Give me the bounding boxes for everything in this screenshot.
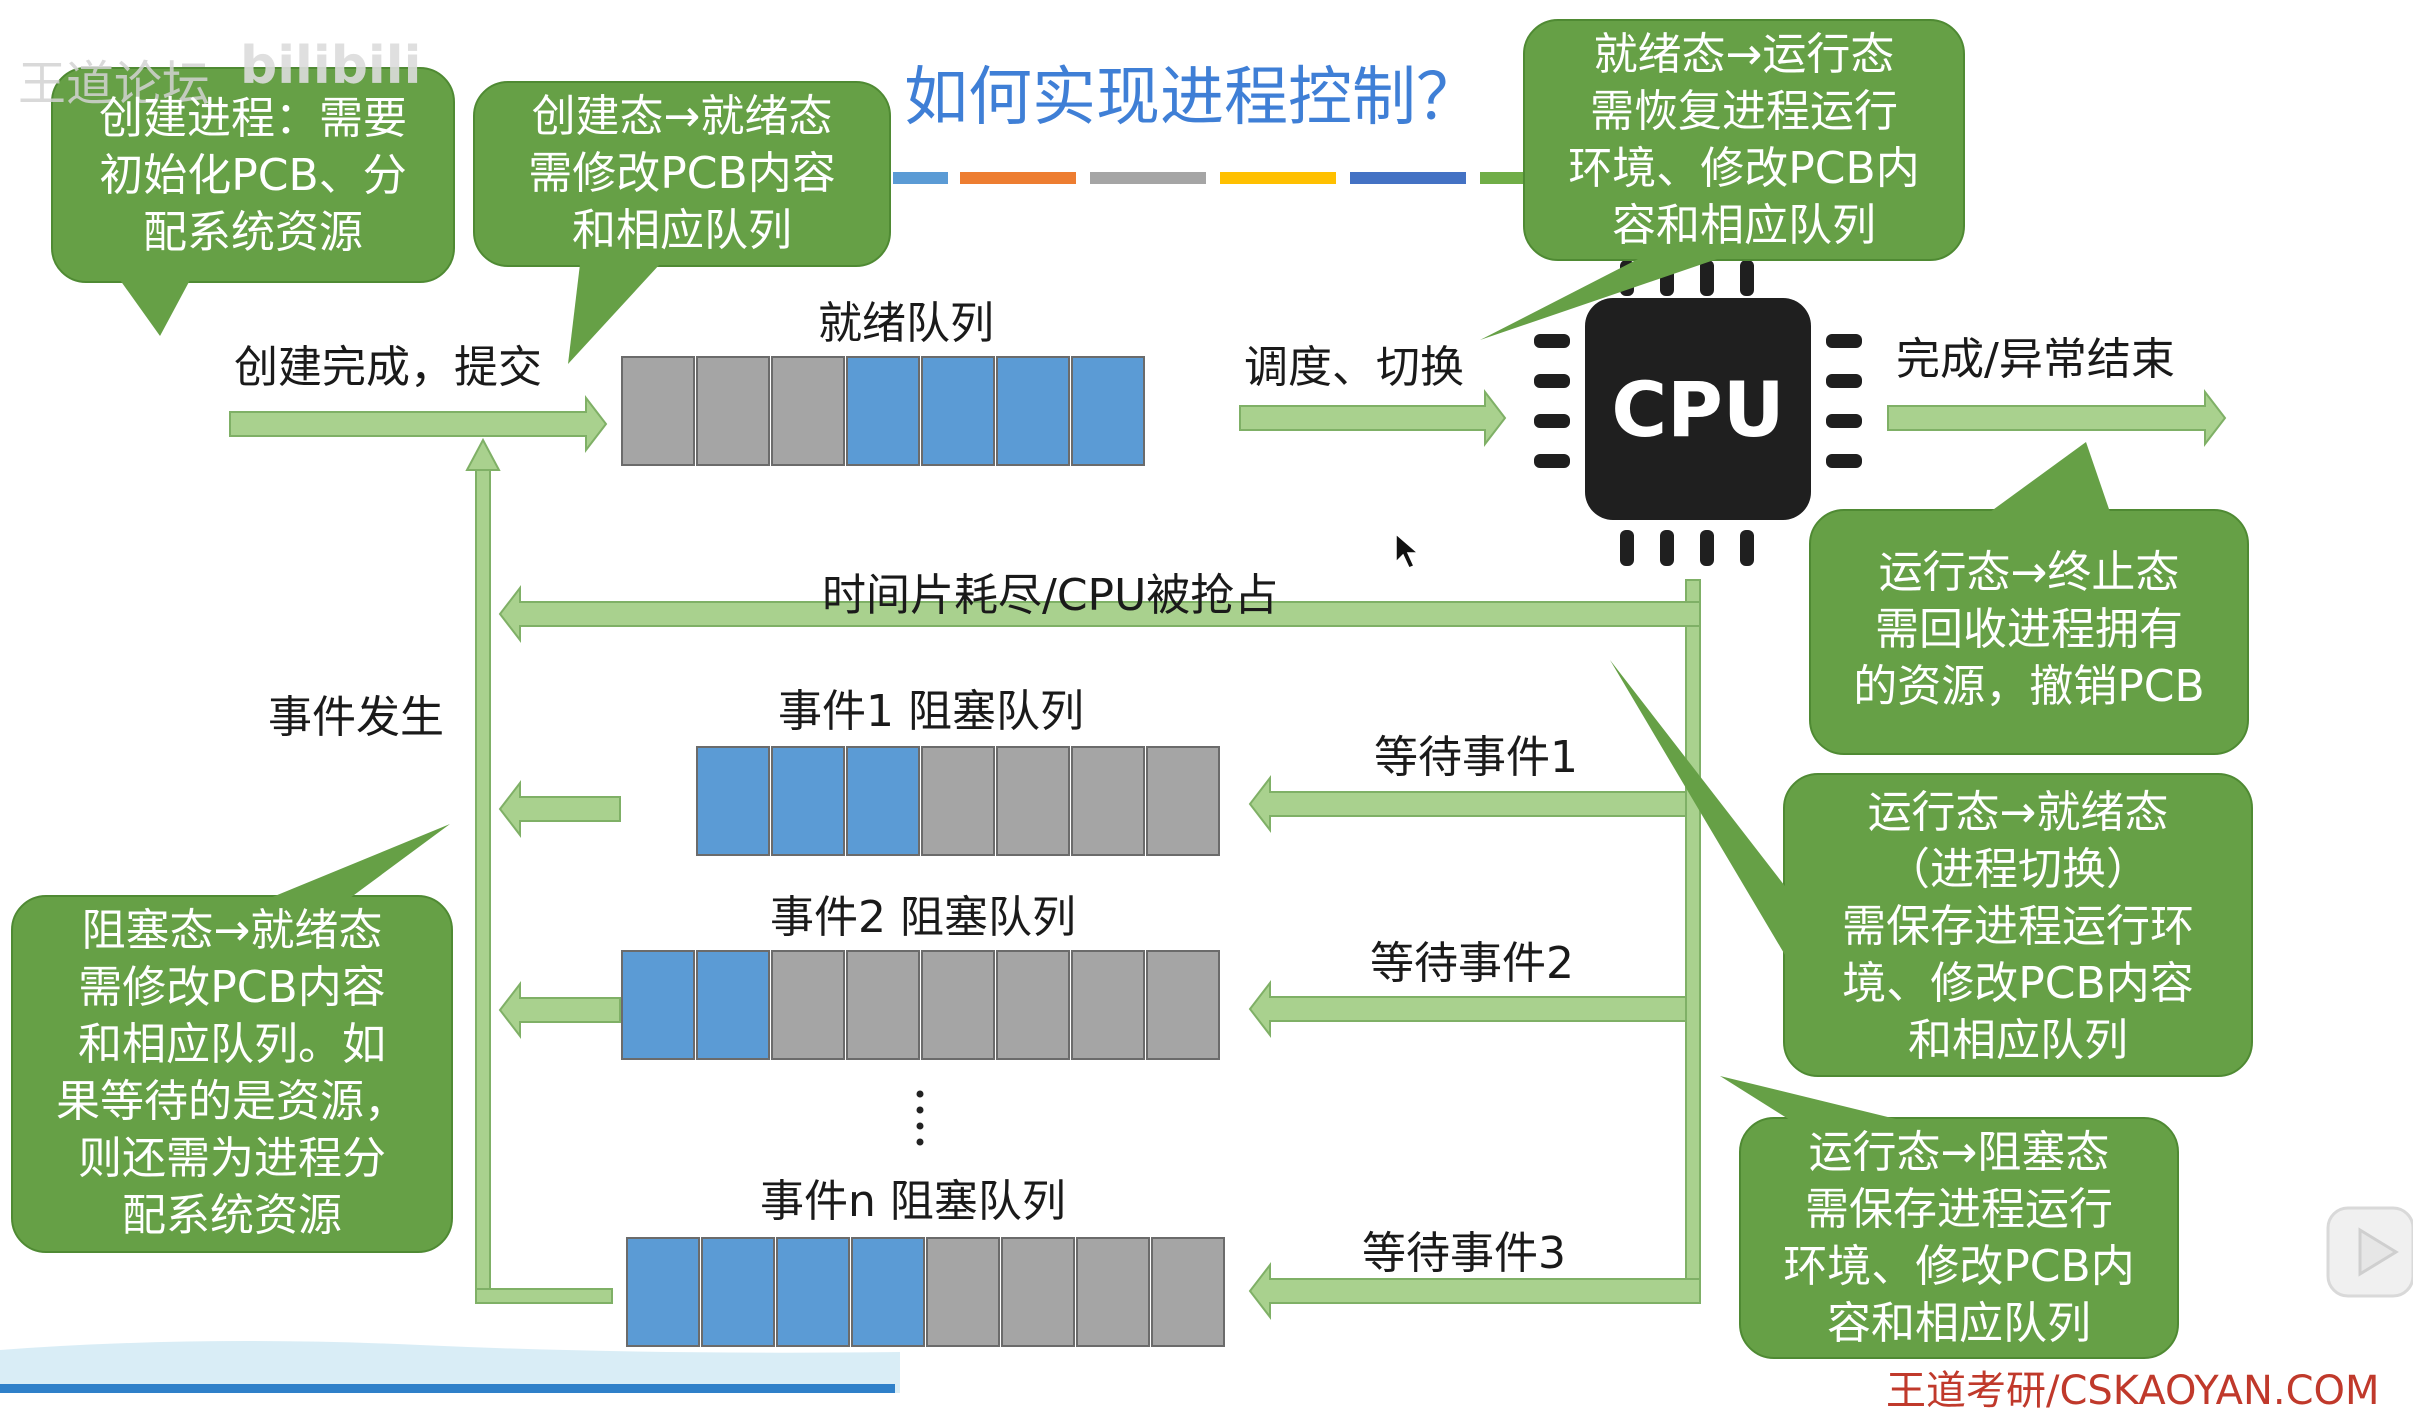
arrow-finish <box>1887 389 2227 447</box>
label-ready-queue: 就绪队列 <box>818 298 994 349</box>
callout-run-terminate-text: 运行态→终止态 需回收进程拥有 的资源，撤销PCB <box>1853 547 2205 712</box>
queue-cell-blue <box>771 746 845 856</box>
label-wait2: 等待事件2 <box>1370 938 1574 989</box>
label-event2-queue: 事件2 阻塞队列 <box>770 892 1076 943</box>
label-event1-queue: 事件1 阻塞队列 <box>778 686 1084 737</box>
arrow-event1-return <box>498 780 621 838</box>
watermark-site: 王道论坛 <box>18 56 211 112</box>
queue-cell-gray <box>1071 746 1145 856</box>
queue-cell-gray <box>921 746 995 856</box>
watermark-bilibili-logo: bilibili <box>240 36 422 96</box>
label-schedule-switch: 调度、切换 <box>1244 342 1464 393</box>
queue-cell-gray <box>996 746 1070 856</box>
callout-run-block-text: 运行态→阻塞态 需保存进程运行 环境、修改PCB内 容和相应队列 <box>1783 1127 2135 1349</box>
arrow-wait2 <box>1248 980 1687 1038</box>
label-wait1: 等待事件1 <box>1374 732 1578 783</box>
queue-cell-gray <box>1151 1237 1225 1347</box>
queue-cell-blue <box>996 356 1070 466</box>
callout-block-ready <box>11 824 453 1253</box>
cpu-chip-icon <box>1534 260 1862 566</box>
play-button[interactable] <box>2326 1206 2413 1298</box>
callout-ready-run-text: 就绪态→运行态 需恢复进程运行 环境、修改PCB内 容和相应队列 <box>1568 29 1920 251</box>
queue-cell-blue <box>846 356 920 466</box>
queue-cell-gray <box>1001 1237 1075 1347</box>
queue-cell-gray <box>771 950 845 1060</box>
queue-cell-blue <box>846 746 920 856</box>
stripe-darkblue <box>1350 172 1466 184</box>
arrow-create-to-ready <box>229 395 608 453</box>
trunk-left <box>475 467 491 1302</box>
queue-cell-blue <box>851 1237 925 1347</box>
queue-cell-blue <box>621 950 695 1060</box>
arrow-event2-return <box>498 981 621 1039</box>
callout-run-terminate <box>1809 442 2249 755</box>
stripe-gray <box>1090 172 1206 184</box>
queue-cell-blue <box>921 356 995 466</box>
callout-create <box>51 67 455 336</box>
label-finish: 完成/异常结束 <box>1896 334 2175 385</box>
watermark-site-bottom: 王道考研/CSKAOYAN.COM <box>1886 1368 2380 1414</box>
queue-cell-gray <box>1071 950 1145 1060</box>
callout-run-ready-text: 运行态→就绪态 （进程切换） 需保存进程运行环 境、修改PCB内容 和相应队列 <box>1842 787 2194 1066</box>
queue-cell-gray <box>1076 1237 1150 1347</box>
queue-cell-blue <box>626 1237 700 1347</box>
queue-cell-gray <box>621 356 695 466</box>
callout-create-text: 创建进程：需要 初始化PCB、分 配系统资源 <box>99 93 407 258</box>
queue-cell-blue <box>1071 356 1145 466</box>
arrow-wait1 <box>1248 775 1687 833</box>
queue-cell-gray <box>996 950 1070 1060</box>
callouts <box>11 19 2253 1359</box>
queue-cell-gray <box>1146 746 1220 856</box>
event2-blocked-queue <box>621 950 1220 1060</box>
callout-block-ready-text: 阻塞态→就绪态 需修改PCB内容 和相应队列。如 果等待的是资源， 则还需为进程… <box>56 905 408 1241</box>
callout-ready-run <box>1480 19 1965 340</box>
callout-run-block <box>1720 1076 2179 1359</box>
queue-cell-blue <box>776 1237 850 1347</box>
queue-cell-blue <box>701 1237 775 1347</box>
ellipsis-dots <box>916 1090 924 1146</box>
label-wait3: 等待事件3 <box>1362 1228 1566 1279</box>
queue-cell-gray <box>1146 950 1220 1060</box>
label-create-submit: 创建完成，提交 <box>234 342 542 393</box>
queue-cell-gray <box>696 356 770 466</box>
queue-cell-gray <box>921 950 995 1060</box>
label-event-occur: 事件发生 <box>268 692 444 743</box>
queue-cell-gray <box>926 1237 1000 1347</box>
arrow-eventn-return <box>475 1288 613 1304</box>
title-color-stripe <box>893 172 1540 184</box>
mouse-cursor-icon <box>1395 532 1421 569</box>
cpu-label: CPU <box>1611 365 1785 454</box>
arrow-left-up-head <box>465 437 501 471</box>
callout-create-ready-text: 创建态→就绪态 需修改PCB内容 和相应队列 <box>528 91 836 256</box>
queue-cell-blue <box>696 746 770 856</box>
arrow-wait3 <box>1248 1262 1701 1320</box>
eventn-blocked-queue <box>626 1237 1225 1347</box>
trunk-right <box>1685 579 1701 1303</box>
callout-create-ready <box>473 81 891 364</box>
ready-queue <box>621 356 1145 466</box>
stripe-orange <box>960 172 1076 184</box>
stripe-blue <box>893 172 948 184</box>
bottom-decoration <box>0 1341 900 1393</box>
label-timeslice: 时间片耗尽/CPU被抢占 <box>822 570 1279 621</box>
queue-cell-gray <box>846 950 920 1060</box>
arrow-timeslice <box>498 585 1701 643</box>
page-title: 如何实现进程控制？ <box>904 61 1480 135</box>
callout-run-ready <box>1610 660 2253 1077</box>
arrow-schedule-to-cpu <box>1239 389 1507 447</box>
event1-blocked-queue <box>696 746 1220 856</box>
play-icon <box>2358 1227 2399 1277</box>
label-eventn-queue: 事件n 阻塞队列 <box>760 1176 1066 1227</box>
stripe-yellow <box>1220 172 1336 184</box>
queue-cell-blue <box>696 950 770 1060</box>
flow-arrows <box>229 389 2227 1320</box>
queue-cell-gray <box>771 356 845 466</box>
